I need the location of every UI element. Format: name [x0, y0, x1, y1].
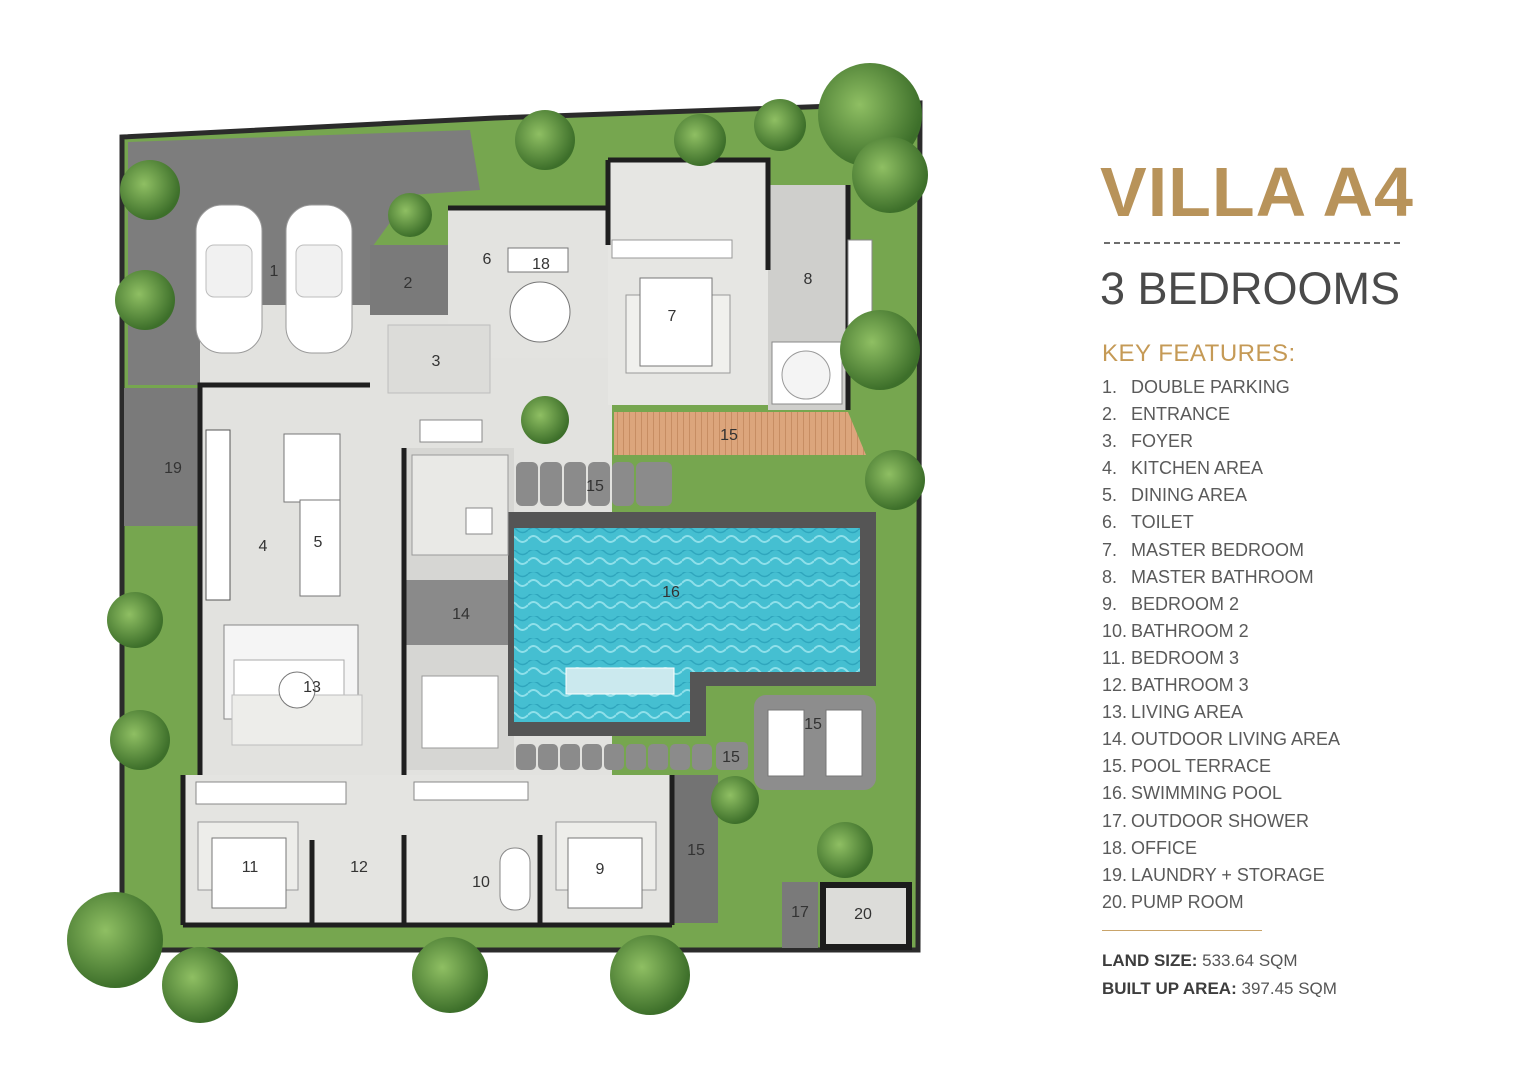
- car-icon-1: [195, 204, 263, 354]
- foyer-mat: [387, 324, 491, 394]
- list-item: 14.OUTDOOR LIVING AREA: [1102, 729, 1341, 750]
- list-item: 19.LAUNDRY + STORAGE: [1102, 864, 1325, 885]
- outdoor-shower: [782, 882, 818, 948]
- list-item: 4.KITCHEN AREA: [1102, 458, 1264, 479]
- kitchen-island: [283, 433, 341, 503]
- tree-icons: [67, 63, 928, 1023]
- list-item: 1.DOUBLE PARKING: [1102, 377, 1290, 397]
- plan-label-14: 14: [452, 606, 470, 623]
- list-item: 15.POOL TERRACE: [1102, 756, 1272, 777]
- floor-plan: 1 2 3 4 5 6 7 8 9 10 11 12 13 14 15 15 1…: [67, 63, 928, 1023]
- car-icon-2: [285, 204, 353, 354]
- plan-label-15c: 15: [804, 716, 822, 733]
- bed-icon-3: [197, 821, 299, 909]
- list-item: 7.MASTER BEDROOM: [1102, 539, 1305, 560]
- plan-label-15e: 15: [687, 842, 705, 859]
- key-features-heading: KEY FEATURES:: [1102, 340, 1296, 367]
- master-bed-icon: [625, 277, 731, 374]
- plan-label-18: 18: [532, 256, 550, 273]
- land-size: LAND SIZE: 533.64 SQM: [1102, 951, 1298, 970]
- list-item: 3.FOYER: [1102, 431, 1194, 452]
- plan-label-4: 4: [259, 538, 268, 555]
- gold-divider: [1102, 930, 1262, 931]
- plan-label-5: 5: [314, 534, 323, 551]
- plan-label-2: 2: [404, 275, 413, 292]
- list-item: 18.OFFICE: [1102, 837, 1197, 858]
- list-item: 11.BEDROOM 3: [1102, 647, 1240, 668]
- plan-label-13: 13: [303, 679, 321, 696]
- plan-label-20: 20: [854, 906, 872, 923]
- plan-label-16: 16: [662, 584, 680, 601]
- list-item: 16.SWIMMING POOL: [1102, 783, 1283, 804]
- pool-deck: [614, 412, 866, 455]
- kitchen-counter: [205, 429, 231, 601]
- plan-label-19: 19: [164, 460, 182, 477]
- bed-icon-2: [555, 821, 657, 909]
- plan-label-1: 1: [270, 263, 279, 280]
- list-item: 2.ENTRANCE: [1102, 404, 1231, 425]
- dashed-divider: [1104, 242, 1400, 244]
- stepping-stones: [516, 462, 748, 770]
- plan-label-15a: 15: [720, 427, 738, 444]
- plan-label-17: 17: [791, 904, 809, 921]
- page-title: VILLA A4: [1100, 153, 1414, 231]
- plan-label-6: 6: [483, 251, 492, 268]
- list-item: 13.LIVING AREA: [1102, 702, 1244, 723]
- plan-label-12: 12: [350, 859, 368, 876]
- plan-label-7: 7: [668, 308, 677, 325]
- plan-label-8: 8: [804, 271, 813, 288]
- built-up-area: BUILT UP AREA: 397.45 SQM: [1102, 979, 1337, 998]
- list-item: 17.OUTDOOR SHOWER: [1102, 810, 1309, 831]
- area-stats: LAND SIZE: 533.64 SQM BUILT UP AREA: 397…: [1102, 947, 1337, 1003]
- plan-label-15b: 15: [586, 478, 604, 495]
- list-item: 5.DINING AREA: [1102, 485, 1248, 506]
- coffee-table-icon: [278, 671, 316, 709]
- plan-label-11: 11: [242, 859, 259, 876]
- list-item: 20.PUMP ROOM: [1102, 891, 1244, 912]
- dining-table: [299, 499, 341, 597]
- plan-label-15d: 15: [722, 749, 740, 766]
- list-item: 8.MASTER BATHROOM: [1102, 566, 1314, 587]
- plan-label-3: 3: [432, 353, 441, 370]
- key-features-list: 1.DOUBLE PARKING 2.ENTRANCE 3.FOYER 4.KI…: [1102, 374, 1340, 916]
- plan-label-9: 9: [596, 861, 605, 878]
- page-subtitle: 3 BEDROOMS: [1100, 263, 1401, 314]
- list-item: 9.BEDROOM 2: [1102, 593, 1240, 614]
- plan-label-10: 10: [472, 874, 490, 891]
- list-item: 10.BATHROOM 2: [1102, 620, 1249, 641]
- list-item: 12.BATHROOM 3: [1102, 675, 1249, 696]
- list-item: 6.TOILET: [1102, 512, 1194, 533]
